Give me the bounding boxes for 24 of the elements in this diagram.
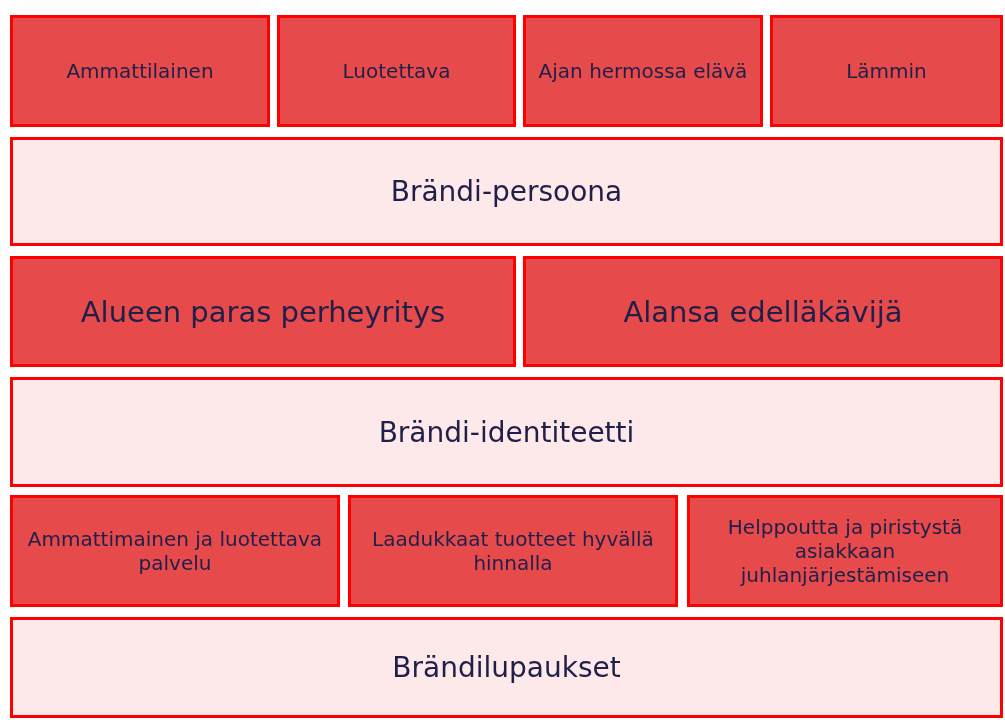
category-band: [10, 137, 1003, 246]
band-title: Brändilupaukset: [391, 651, 622, 684]
attribute-label: Ammattimainen ja luotettava palvelu: [26, 527, 324, 575]
attribute-box: [523, 256, 1003, 367]
band-title: Brändi-persoona: [389, 175, 624, 208]
attribute-label: Ammattilainen: [65, 59, 215, 83]
category-band: [10, 377, 1003, 487]
attribute-box: [348, 495, 678, 607]
category-band: [10, 617, 1003, 718]
attribute-box: [523, 15, 763, 127]
attribute-label: Ajan hermossa elävä: [537, 59, 749, 83]
attribute-box: [687, 495, 1003, 607]
attribute-box: [10, 495, 340, 607]
attribute-label: Luotettava: [341, 59, 452, 83]
attribute-label: Helppoutta ja piristystä asiakkaan juhlanjärjestämiseen: [726, 515, 964, 587]
attribute-box: [10, 15, 270, 127]
attribute-label: Alueen paras perheyritys: [79, 294, 447, 329]
attribute-label: Laadukkaat tuotteet hyvällä hinnalla: [371, 527, 655, 575]
attribute-box: [10, 256, 516, 367]
attribute-label: Alansa edelläkävijä: [622, 294, 904, 329]
attribute-label: Lämmin: [845, 59, 928, 83]
attribute-box: [277, 15, 516, 127]
attribute-box: [770, 15, 1003, 127]
band-title: Brändi-identiteetti: [377, 415, 636, 449]
